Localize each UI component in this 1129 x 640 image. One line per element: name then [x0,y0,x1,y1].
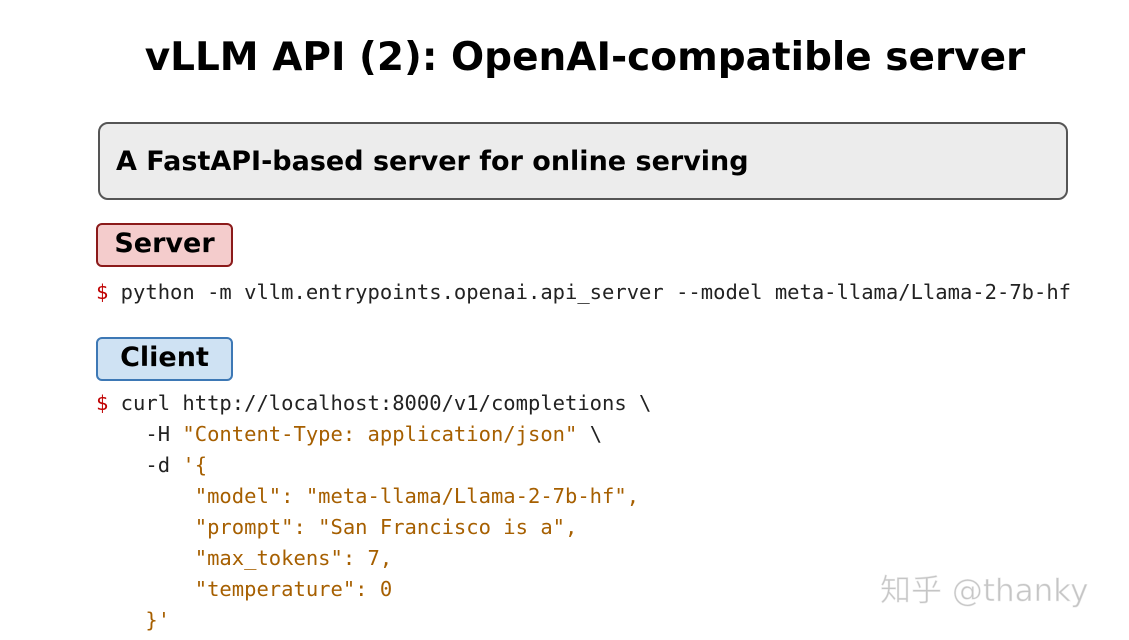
client-line-3: -d '{ [96,450,651,481]
curl-command: curl http://localhost:8000/v1/completion… [108,391,652,415]
header-string: "Content-Type: application/json" [182,422,578,446]
json-prompt-line: "prompt": "San Francisco is a", [96,515,578,539]
json-close: }' [96,608,171,632]
client-tag: Client [96,337,233,381]
client-line-2: -H "Content-Type: application/json" \ [96,419,651,450]
client-command-block: $ curl http://localhost:8000/v1/completi… [96,388,651,636]
shell-prompt: $ [96,391,109,415]
summary-box: A FastAPI-based server for online servin… [98,122,1068,200]
server-tag: Server [96,223,233,267]
server-command: python -m vllm.entrypoints.openai.api_se… [108,280,1072,304]
json-open: '{ [182,453,208,477]
slide-title: vLLM API (2): OpenAI-compatible server [144,35,1026,80]
json-model-line: "model": "meta-llama/Llama-2-7b-hf", [96,484,640,508]
client-line-1: $ curl http://localhost:8000/v1/completi… [96,388,651,419]
server-command-block: $ python -m vllm.entrypoints.openai.api_… [96,277,1071,308]
summary-text: A FastAPI-based server for online servin… [116,146,749,177]
json-temperature-line: "temperature": 0 [96,577,393,601]
header-flag: -H [96,422,183,446]
json-max-tokens-line: "max_tokens": 7, [96,546,393,570]
watermark: 知乎 @thanky [880,573,1089,610]
shell-prompt: $ [96,280,109,304]
data-flag: -d [96,453,183,477]
line-continuation: \ [577,422,603,446]
